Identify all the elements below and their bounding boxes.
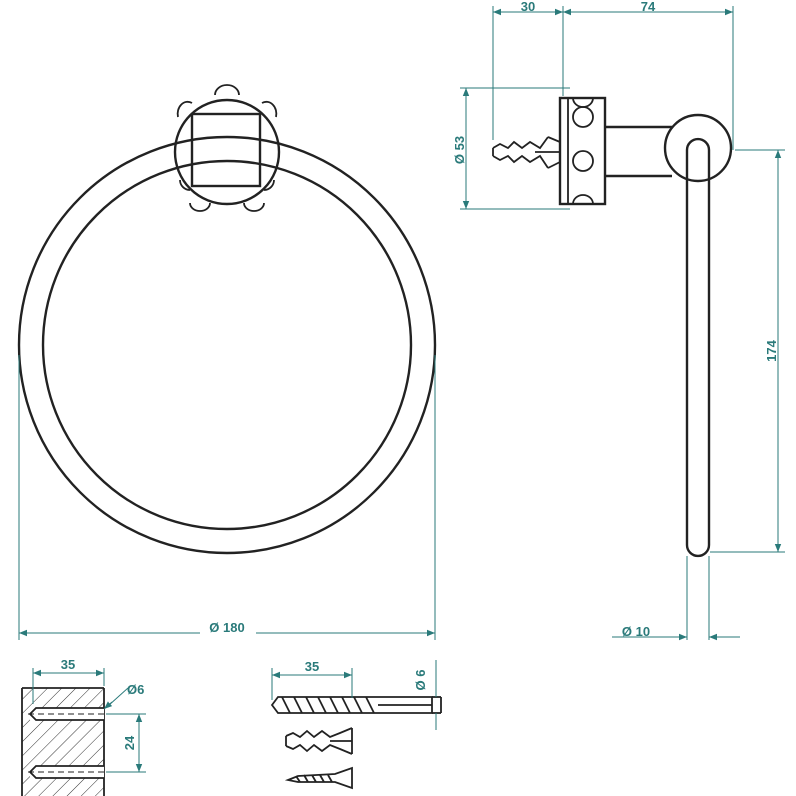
screw [284, 766, 353, 790]
drill-bit [270, 696, 442, 714]
label-drill-length: 35 [305, 659, 319, 674]
mount-disc [173, 98, 281, 206]
label-rod-diameter: Ø 10 [622, 624, 650, 639]
label-drill-diameter: Ø 6 [413, 670, 428, 691]
label-hole-diameter: Ø6 [127, 682, 144, 697]
mount-block [190, 112, 262, 188]
dim-ring-diameter: Ø 180 [18, 355, 436, 640]
hanging-rod [685, 137, 711, 558]
wall-section [21, 687, 112, 796]
dim-side: 30 74 Ø 53 174 Ø 10 [452, 0, 785, 641]
label-projection-total: 74 [641, 0, 656, 14]
label-plate-diameter: Ø 53 [452, 136, 467, 164]
ring-inner [41, 159, 413, 531]
wall-plate [558, 96, 607, 206]
label-projection-base: 30 [521, 0, 535, 14]
ring-outer [17, 135, 437, 555]
side-ring-disc [663, 113, 733, 183]
side-view [558, 96, 733, 558]
front-view [17, 84, 437, 555]
mount-knobs [176, 84, 278, 212]
wall-plug [285, 727, 353, 755]
side-anchor [492, 136, 561, 169]
label-hole-depth: 35 [61, 657, 75, 672]
dim-drill: 35 Ø 6 [271, 659, 437, 730]
dim-wall-section: 35 Ø6 24 [32, 657, 146, 773]
label-ring-diameter: Ø 180 [209, 620, 244, 635]
label-ring-drop: 174 [764, 339, 779, 361]
label-hole-spacing: 24 [122, 735, 137, 750]
